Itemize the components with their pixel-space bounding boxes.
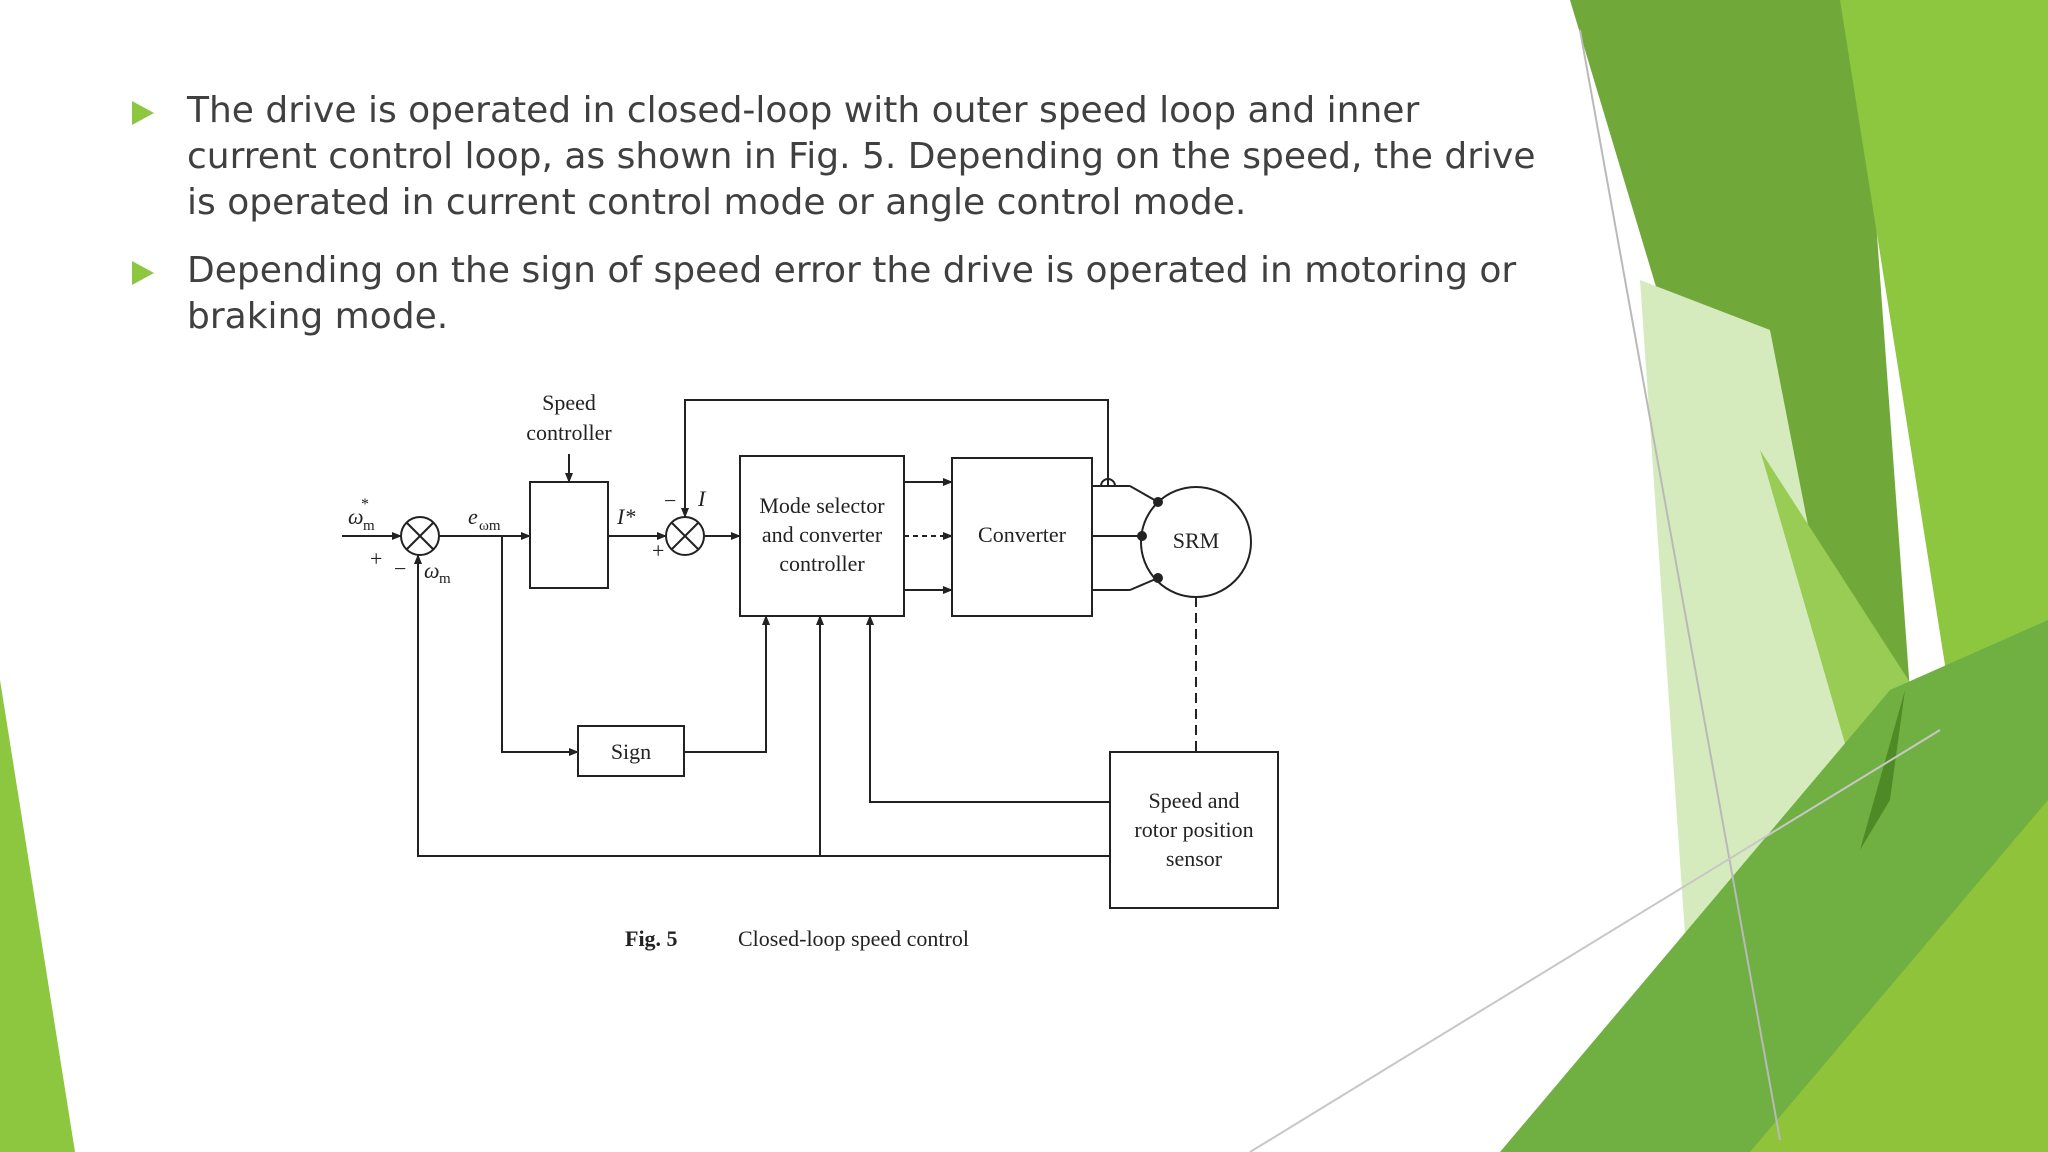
- current-feedback-label: I: [697, 486, 707, 511]
- phase-terminal: [1137, 531, 1147, 541]
- sensor-label: sensor: [1166, 846, 1223, 871]
- phase-terminal: [1153, 497, 1163, 507]
- sensor-label: Speed and: [1148, 788, 1239, 813]
- current-feedback-line: [681, 399, 1109, 518]
- speed-error-subscript: ωm: [479, 518, 501, 534]
- minus-sign: −: [394, 556, 406, 581]
- speed-error-symbol: e: [468, 504, 478, 529]
- error-to-sign-line: [501, 536, 579, 756]
- sign-output-line: [684, 615, 770, 753]
- plus-sign: +: [652, 538, 664, 563]
- decorative-thin-line: [1249, 729, 1941, 1152]
- converter-label: Converter: [978, 522, 1067, 547]
- bullet-text: Depending on the sign of speed error the…: [187, 250, 1517, 337]
- minus-sign: −: [664, 488, 676, 513]
- srm-label: SRM: [1173, 528, 1219, 553]
- speed-reference-symbol: ω: [348, 504, 364, 529]
- plus-sign: +: [370, 546, 382, 571]
- triangle-right-icon: [132, 261, 154, 285]
- feedback-crossover: [1100, 478, 1116, 487]
- bottom-right-bright-green-shape: [1750, 800, 2048, 1152]
- mode-selector-label: controller: [779, 551, 865, 576]
- junction-cross: [406, 522, 434, 550]
- speed-feedback-subscript: m: [439, 571, 451, 587]
- block-diagram-figure: Speed controller ω * m + − ω m e ωm I* I…: [330, 378, 1290, 978]
- speed-controller-block: [529, 481, 609, 589]
- phase-line: [1129, 485, 1159, 503]
- bullet-text: The drive is operated in closed-loop wit…: [187, 90, 1536, 223]
- speed-feedback-line: [414, 554, 1110, 857]
- block-diagram: Speed controller ω * m + − ω m e ωm I* I…: [342, 390, 1279, 951]
- bullet-item: The drive is operated in closed-loop wit…: [130, 88, 1550, 226]
- triangle-right-icon: [132, 101, 154, 125]
- sign-label: Sign: [611, 739, 651, 764]
- position-feedback-line: [866, 615, 1110, 803]
- phase-terminal: [1153, 573, 1163, 583]
- speed-controller-label: Speed: [542, 390, 596, 415]
- phase-line: [1129, 577, 1159, 591]
- decorative-thin-line: [1579, 29, 1781, 1141]
- speed-feedback-symbol: ω: [424, 558, 440, 583]
- speed-reference-subscript: m: [363, 518, 375, 534]
- current-reference-label: I*: [616, 504, 635, 529]
- sensor-block: [1109, 751, 1279, 909]
- bullet-item: Depending on the sign of speed error the…: [130, 248, 1550, 340]
- figure-caption-label: Fig. 5: [625, 926, 678, 951]
- figure-caption-text: Closed-loop speed control: [738, 926, 969, 951]
- speed-reference-star: *: [361, 496, 369, 513]
- mode-selector-label: and converter: [762, 522, 883, 547]
- speed-controller-label: controller: [526, 420, 612, 445]
- junction-cross: [671, 522, 699, 550]
- mode-selector-label: Mode selector: [759, 493, 885, 518]
- bullet-list: The drive is operated in closed-loop wit…: [130, 88, 1550, 362]
- right-deep-green-shape: [1860, 690, 1905, 850]
- left-green-strip: [0, 680, 75, 1152]
- sensor-label: rotor position: [1134, 817, 1253, 842]
